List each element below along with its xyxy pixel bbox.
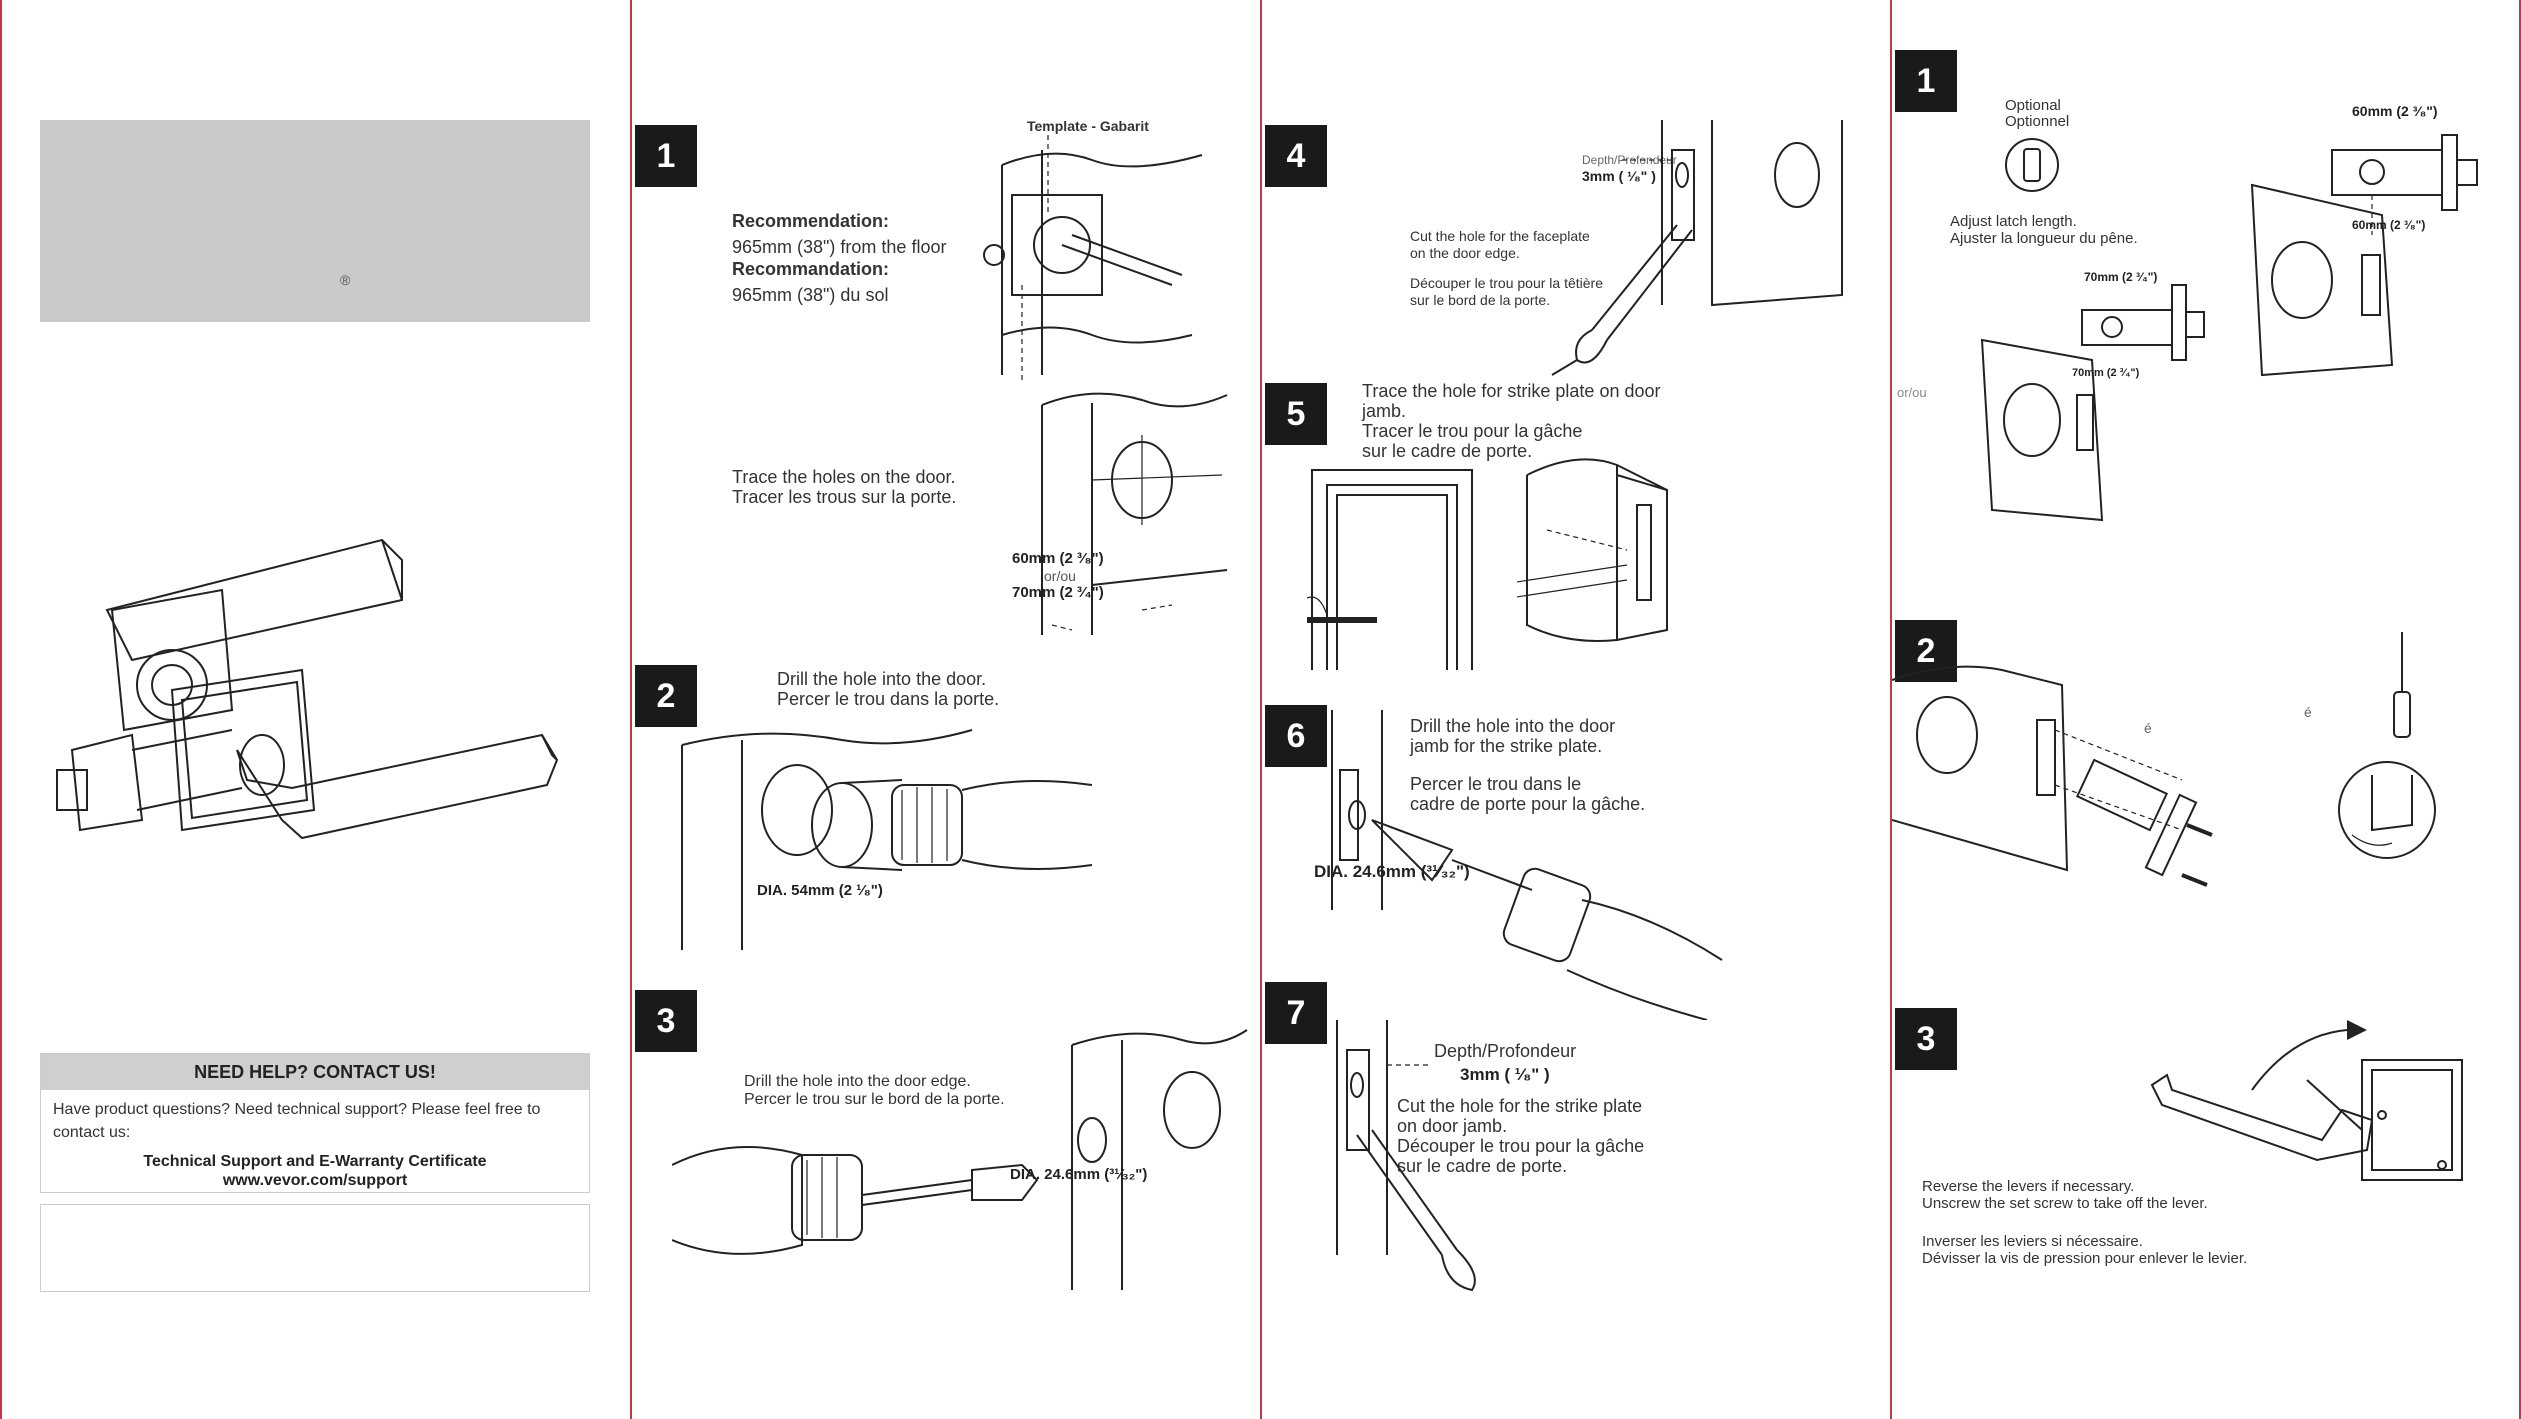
latch-70mm-illustration <box>1980 284 2205 522</box>
strike-trace-en-2: jamb. <box>1362 401 1407 421</box>
step4-depth-label: Depth/Profondeur <box>1582 153 1677 167</box>
recommendation-en-text: 965mm (38") from the floor <box>732 237 947 257</box>
door-edge-trace-illustration <box>1041 392 1228 635</box>
strike-trace-en-1: Trace the hole for strike plate on door <box>1362 381 1661 401</box>
support-url[interactable]: www.vevor.com/support <box>222 1172 408 1189</box>
jamb-drill-illustration <box>1331 710 1723 1020</box>
reverse-levers-fr-2: Dévisser la vis de pression pour enlever… <box>1922 1250 2248 1267</box>
cover-panel: ® NEED HELP? CONTACT US! Have product qu… <box>0 0 630 1419</box>
brand-banner: ® <box>40 120 590 322</box>
registered-mark: ® <box>340 272 351 288</box>
screwdriver-icon <box>2393 632 2411 738</box>
drill-door-illustration <box>681 729 1092 950</box>
step4-depth-value: 3mm ( ¹⁄₈" ) <box>1582 168 1656 184</box>
drill-edge-fr: Percer le trou sur le bord de la porte. <box>744 1091 1005 1108</box>
drill-door-en: Drill the hole into the door. <box>777 669 987 689</box>
dia-24mm-jamb: DIA. 24.6mm (³¹⁄₃₂") <box>1314 862 1470 881</box>
step-1-badge: 1 <box>635 125 697 187</box>
step-2-badge: 2 <box>635 665 697 727</box>
jamb-drill-en-2: jamb for the strike plate. <box>1410 736 1603 756</box>
adjust-latch-en: Adjust latch length. <box>1950 213 2077 230</box>
dim-70mm: 70mm (2 ³⁄₄") <box>1012 584 1104 601</box>
installation-panel-1: 1 Template - Gabarit Recommendation: 965… <box>630 0 1260 1419</box>
latch-or: or/ou <box>1897 385 1927 400</box>
dia-54mm: DIA. 54mm (2 ¹⁄₈") <box>757 882 883 899</box>
strike-cut-en-2: on door jamb. <box>1397 1116 1508 1136</box>
reverse-lever-illustration <box>2150 1020 2463 1181</box>
latch-70mm-top: 70mm (2 ³⁄₄") <box>2084 270 2158 284</box>
contact-body: Have product questions? Need technical s… <box>53 1101 541 1141</box>
optional-en: Optional <box>2005 97 2061 114</box>
step2-mark-2: é <box>2304 704 2312 720</box>
jamb-drill-fr-2: cadre de porte pour la gâche. <box>1410 794 1646 814</box>
latch-install-illustration <box>1892 665 2213 887</box>
step-3-badge: 3 <box>635 990 697 1052</box>
drill-edge-illustration <box>672 1029 1248 1290</box>
dim-or: or/ou <box>1044 568 1076 584</box>
reverse-levers-en-1: Reverse the levers if necessary. <box>1922 1178 2135 1195</box>
latch-60mm-side: 60mm (2 ³⁄₈") <box>2352 218 2426 232</box>
strike-trace-fr-2: sur le cadre de porte. <box>1362 441 1533 461</box>
faceplate-cut-fr-1: Découper le trou pour la têtière <box>1410 275 1603 291</box>
jamb-trace-illustration <box>1517 458 1668 642</box>
strike-trace-fr-1: Tracer le trou pour la gâche <box>1362 421 1583 441</box>
step-7-badge: 7 <box>1265 982 1327 1044</box>
lever-handle-illustration <box>56 538 559 840</box>
step7-depth-value: 3mm ( ¹⁄₈" ) <box>1460 1065 1550 1084</box>
drill-edge-en: Drill the hole into the door edge. <box>744 1073 971 1090</box>
dim-60mm: 60mm (2 ³⁄₈") <box>1012 550 1104 567</box>
contact-box: NEED HELP? CONTACT US! Have product ques… <box>40 1053 590 1193</box>
optional-fr: Optionnel <box>2005 113 2070 130</box>
trace-holes-fr: Tracer les trous sur la porte. <box>732 487 957 507</box>
support-title: Technical Support and E-Warranty Certifi… <box>143 1153 487 1170</box>
installation-panel-2: 4 Depth/Profondeur 3mm ( ¹⁄₈" ) Cut the … <box>1260 0 1890 1419</box>
strike-cut-fr-2: sur le cadre de porte. <box>1397 1156 1568 1176</box>
contact-title: NEED HELP? CONTACT US! <box>41 1054 589 1090</box>
installation-panel-3: 1 Optional Optionnel Adjust latch length… <box>1890 0 2521 1419</box>
drill-door-fr: Percer le trou dans la porte. <box>777 689 1000 709</box>
step-5-badge: 5 <box>1265 383 1327 445</box>
jamb-drill-fr-1: Percer le trou dans le <box>1410 774 1582 794</box>
latch-70mm-side: 70mm (2 ³⁄₄") <box>2072 367 2140 379</box>
recommendation-fr-text: 965mm (38") du sol <box>732 285 889 305</box>
trace-holes-en: Trace the holes on the door. <box>732 467 956 487</box>
jamb-chisel-illustration <box>1336 1020 1476 1292</box>
faceplate-cut-fr-2: sur le bord de la porte. <box>1410 292 1551 308</box>
latch-step-1-badge: 1 <box>1895 50 1957 112</box>
faceplate-cut-en-1: Cut the hole for the faceplate <box>1410 228 1590 244</box>
recommendation-fr-title: Recommandation: <box>732 259 890 279</box>
strike-cut-en-1: Cut the hole for the strike plate <box>1397 1096 1643 1116</box>
latch-60mm-illustration <box>2250 134 2478 377</box>
template-on-door-illustration <box>983 135 1203 380</box>
faceplate-cut-en-2: on the door edge. <box>1410 245 1520 261</box>
dia-24mm-edge: DIA. 24.6mm (³¹⁄₃₂") <box>1010 1166 1148 1183</box>
template-label: Template - Gabarit <box>1027 118 1149 134</box>
optional-latch-icon <box>2005 138 2059 192</box>
latch-60mm-top: 60mm (2 ³⁄₈") <box>2352 103 2438 119</box>
latch-detail-icon <box>2338 761 2436 859</box>
lever-step-3-badge: 3 <box>1895 1008 1957 1070</box>
reverse-levers-fr-1: Inverser les leviers si nécessaire. <box>1922 1233 2143 1250</box>
blank-box <box>40 1204 590 1292</box>
adjust-latch-fr: Ajuster la longueur du pêne. <box>1950 230 2138 247</box>
chisel-faceplate-illustration <box>1551 120 1843 376</box>
step-4-badge: 4 <box>1265 125 1327 187</box>
step7-depth-label: Depth/Profondeur <box>1434 1041 1577 1061</box>
step2-mark-1: é <box>2144 720 2152 736</box>
recommendation-en-title: Recommendation: <box>732 211 890 231</box>
strike-cut-fr-1: Découper le trou pour la gâche <box>1397 1136 1645 1156</box>
reverse-levers-en-2: Unscrew the set screw to take off the le… <box>1922 1195 2208 1212</box>
jamb-drill-en-1: Drill the hole into the door <box>1410 716 1616 736</box>
step-6-badge: 6 <box>1265 705 1327 767</box>
door-frame-illustration <box>1307 469 1473 670</box>
latch-step-2-badge: 2 <box>1895 620 1957 682</box>
